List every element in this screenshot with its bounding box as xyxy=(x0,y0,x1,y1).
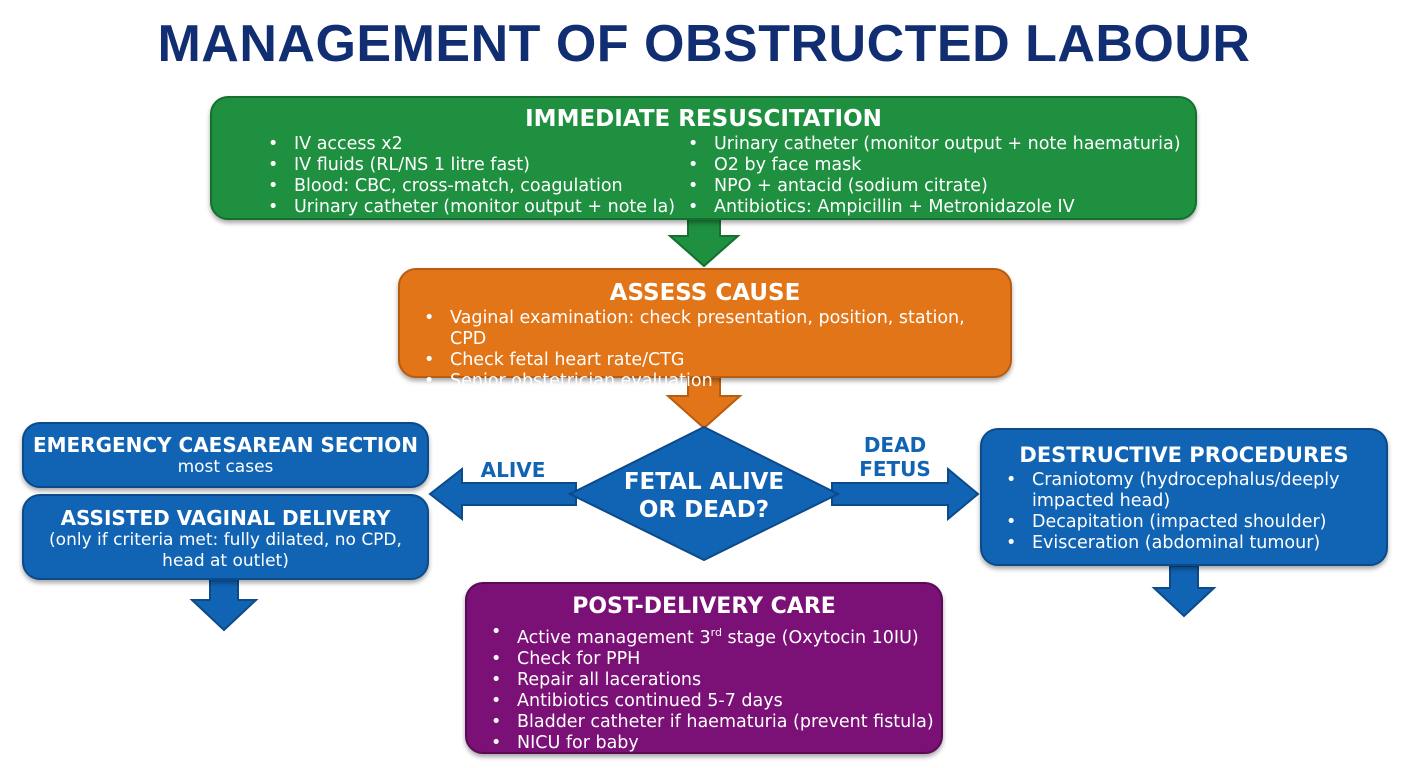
list-item: Urinary catheter (monitor output + note … xyxy=(264,197,684,218)
list-item: NICU for baby xyxy=(487,733,937,754)
post-item-1-text: Active management 3 xyxy=(517,627,711,648)
post-item-1-sup: rd xyxy=(710,626,722,639)
list-item: O2 by face mask xyxy=(684,155,1184,176)
assisted-box: ASSISTED VAGINAL DELIVERY (only if crite… xyxy=(22,494,429,580)
assisted-sub-line-2: head at outlet) xyxy=(162,551,289,571)
assess-header: ASSESS CAUSE xyxy=(609,280,801,306)
list-item: Urinary catheter (monitor output + note … xyxy=(684,134,1184,155)
resuscitation-box: IMMEDIATE RESUSCITATION IV access x2 IV … xyxy=(210,96,1197,220)
list-item: Check for PPH xyxy=(487,649,937,670)
list-item: Antibiotics continued 5-7 days xyxy=(487,691,937,712)
resuscitation-right-list: Urinary catheter (monitor output + note … xyxy=(684,134,1184,218)
resuscitation-left-list: IV access x2 IV fluids (RL/NS 1 litre fa… xyxy=(264,134,684,218)
arrow-resuscitation-to-assess xyxy=(667,217,741,268)
list-item: Active management 3rd stage (Oxytocin 10… xyxy=(487,622,937,649)
destructive-header: DESTRUCTIVE PROCEDURES xyxy=(1019,443,1349,467)
alive-label: ALIVE xyxy=(480,458,546,482)
arrow-alive xyxy=(428,466,577,522)
list-item: IV fluids (RL/NS 1 litre fast) xyxy=(264,155,684,176)
arrow-destructive-down xyxy=(1151,565,1217,618)
list-item: Senior obstetrician evaluation xyxy=(420,371,1005,392)
list-item: Decapitation (impacted shoulder) xyxy=(1002,512,1372,533)
list-item: IV access x2 xyxy=(264,134,684,155)
destructive-list: Craniotomy (hydrocephalus/deeply impacte… xyxy=(1002,470,1372,554)
decision-diamond xyxy=(567,425,841,562)
assisted-sub-line-1: (only if criteria met: fully dilated, no… xyxy=(49,530,402,550)
list-item: Antibiotics: Ampicillin + Metronidazole … xyxy=(684,197,1184,218)
post-item-1-text-end: stage (Oxytocin 10IU) xyxy=(721,627,919,648)
dead-label-line-2: FETUS xyxy=(859,457,931,481)
post-delivery-list: Active management 3rd stage (Oxytocin 10… xyxy=(487,622,937,754)
assess-box: ASSESS CAUSE Vaginal examination: check … xyxy=(398,268,1012,392)
resuscitation-header: IMMEDIATE RESUSCITATION xyxy=(525,106,882,132)
dead-label-line-1: DEAD xyxy=(863,433,927,457)
destructive-box: DESTRUCTIVE PROCEDURES Craniotomy (hydro… xyxy=(980,428,1388,566)
decision-line-1: FETAL ALIVE xyxy=(623,469,785,495)
dead-fetus-label: DEAD FETUS xyxy=(848,433,942,481)
caesarean-box: EMERGENCY CAESAREAN SECTION most cases xyxy=(22,422,429,488)
list-item: Vaginal examination: check presentation,… xyxy=(420,308,1005,350)
decision-text: FETAL ALIVE OR DEAD? xyxy=(604,468,804,524)
list-item: Craniotomy (hydrocephalus/deeply impacte… xyxy=(1002,470,1372,512)
list-item: Check fetal heart rate/CTG xyxy=(420,350,1005,371)
arrow-dead xyxy=(831,466,980,522)
post-delivery-box: POST-DELIVERY CARE Active management 3rd… xyxy=(465,582,943,754)
list-item: Evisceration (abdominal tumour) xyxy=(1002,533,1372,554)
list-item: Blood: CBC, cross-match, coagulation xyxy=(264,176,684,197)
page-title: MANAGEMENT OF OBSTRUCTED LABOUR xyxy=(157,15,1251,73)
list-item: NPO + antacid (sodium citrate) xyxy=(684,176,1184,197)
decision-line-2: OR DEAD? xyxy=(638,497,770,523)
arrow-assisted-down xyxy=(189,577,259,632)
post-delivery-header: POST-DELIVERY CARE xyxy=(572,594,836,619)
caesarean-sub: most cases xyxy=(177,457,274,477)
assisted-header: ASSISTED VAGINAL DELIVERY xyxy=(60,506,391,530)
list-item: Repair all lacerations xyxy=(487,670,937,691)
list-item: Bladder catheter if haematuria (prevent … xyxy=(487,712,937,733)
assess-list: Vaginal examination: check presentation,… xyxy=(420,308,1005,392)
caesarean-header: EMERGENCY CAESAREAN SECTION xyxy=(32,433,419,457)
